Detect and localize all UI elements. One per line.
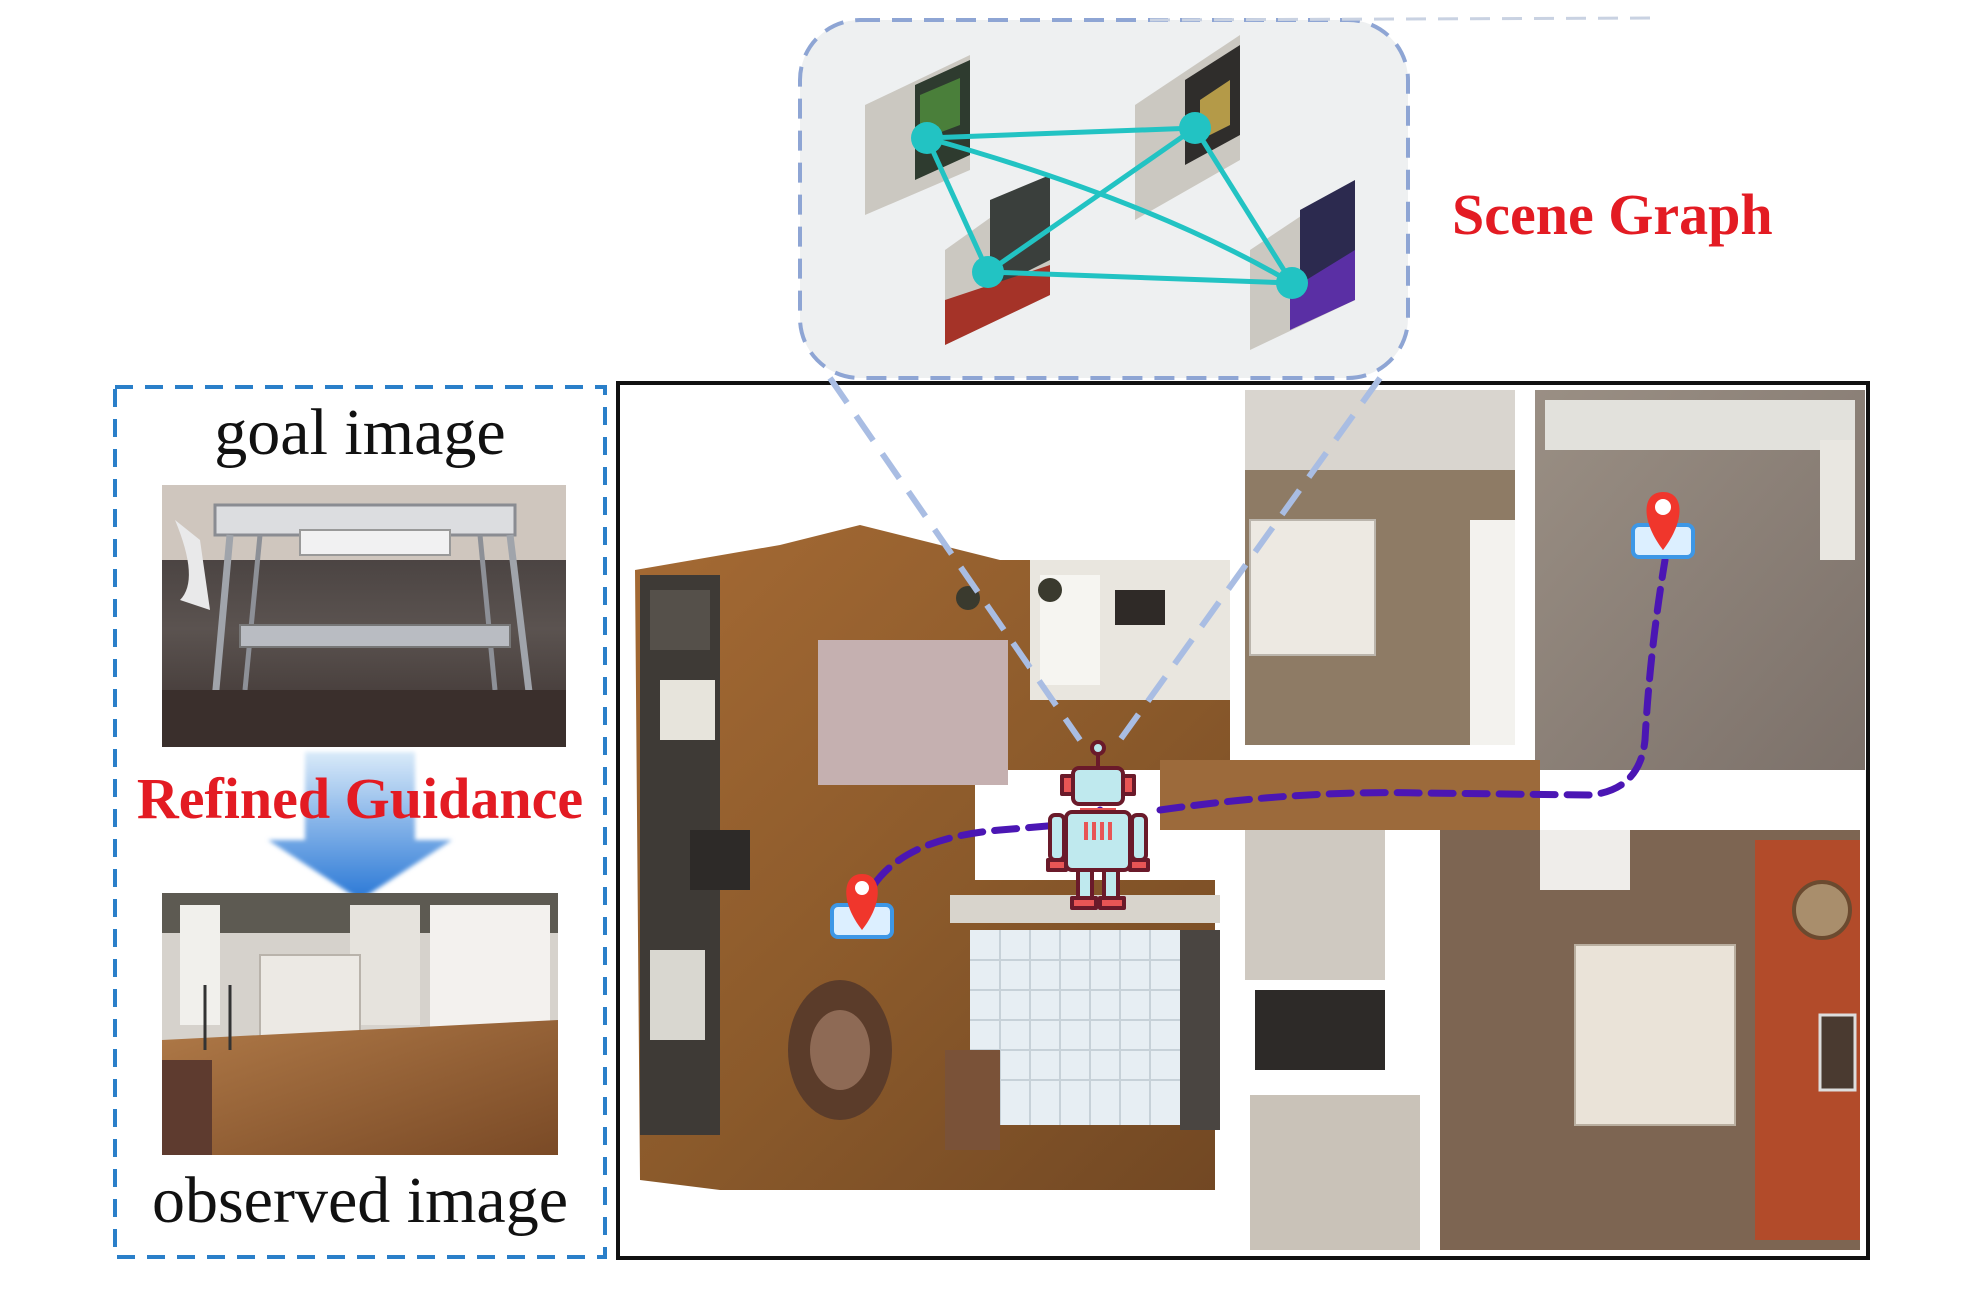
graph-node (1276, 267, 1308, 299)
navigation-path (856, 556, 1669, 919)
location-pin-icon (830, 874, 894, 939)
location-pin-icon (1631, 492, 1695, 559)
graph-node (1179, 112, 1211, 144)
graph-edge (1192, 126, 1295, 285)
graph-edge (926, 135, 1294, 286)
robot-icon (1046, 740, 1150, 910)
bedroom-top-right (1535, 390, 1865, 770)
graph-node (972, 256, 1004, 288)
scene-graph-callout-lines (827, 376, 1383, 742)
refined-guidance-label: Refined Guidance (136, 766, 584, 831)
goal-image-label: goal image (214, 396, 506, 469)
scene-graph-label: Scene Graph (1452, 182, 1773, 247)
graph-edge (926, 125, 1196, 141)
graph-edge (987, 269, 1293, 286)
goal-image (162, 485, 566, 747)
graph-panel (1250, 180, 1355, 350)
rug (818, 640, 1008, 785)
callout-top-dashline (1149, 16, 1661, 22)
floor-plan (635, 390, 1865, 1250)
left-panel-border (113, 385, 607, 1259)
graph-panel (945, 175, 1050, 345)
observed-image-label: observed image (151, 1164, 568, 1237)
graph-edge (924, 136, 991, 274)
guidance-arrow (268, 752, 452, 900)
graph-node (911, 122, 943, 154)
kitchen-area (970, 930, 1190, 1125)
scene-graph (865, 35, 1355, 350)
observed-image (162, 893, 558, 1155)
graph-edge (986, 125, 1197, 275)
